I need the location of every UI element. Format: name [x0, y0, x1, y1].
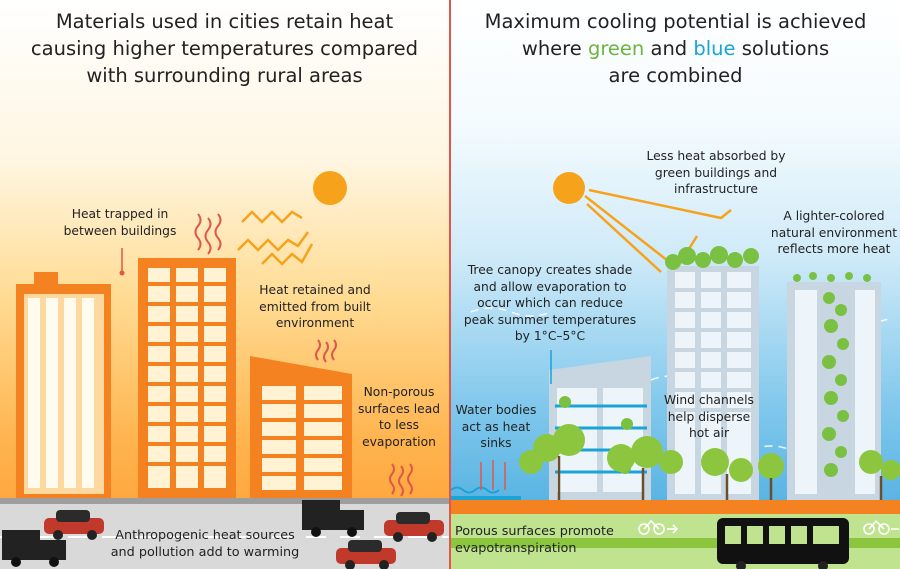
bicycle-icon — [638, 519, 679, 535]
truck-icon — [2, 530, 66, 567]
label-line: natural environment — [770, 225, 898, 240]
label-line: Non-porous — [363, 385, 435, 399]
right-title-line: where green and blue solutions — [451, 35, 900, 62]
title-text: where — [521, 37, 588, 60]
title-text: solutions — [735, 37, 830, 60]
sun-icon — [313, 171, 347, 205]
label-line: Heat retained and — [259, 283, 371, 297]
label-heat-retained: Heat retained and emitted from built env… — [240, 282, 390, 332]
label-line: Tree canopy creates shade — [467, 263, 633, 277]
panel-divider — [449, 0, 451, 569]
label-line: act as heat — [461, 419, 531, 434]
porous-soil — [451, 500, 900, 514]
hot-building-1 — [16, 272, 111, 500]
cooling-scene — [451, 172, 900, 569]
label-line: between buildings — [63, 223, 177, 238]
label-line: Anthropogenic heat sources — [115, 528, 295, 543]
heat-sink-arrow-icon — [480, 460, 506, 490]
label-less-heat: Less heat absorbed by green buildings an… — [631, 148, 801, 198]
title-text: and — [644, 37, 694, 60]
label-line: Porous surfaces promote — [455, 524, 614, 539]
label-line: Less heat absorbed by — [646, 149, 786, 163]
right-title-line: Maximum cooling potential is achieved — [484, 10, 867, 33]
car-icon — [336, 540, 396, 569]
cooling-solutions-panel: Maximum cooling potential is achieved wh… — [451, 0, 900, 569]
label-line: Heat trapped in — [71, 207, 169, 221]
label-line: and allow evaporation to — [473, 279, 627, 294]
label-water-bodies: Water bodies act as heat sinks — [451, 402, 541, 452]
label-line: help disperse — [667, 409, 751, 424]
label-line: environment — [275, 316, 355, 330]
label-non-porous: Non-porous surfaces lead to less evapora… — [350, 384, 448, 450]
label-wind-channels: Wind channels help disperse hot air — [661, 392, 757, 442]
label-line: hot air — [688, 426, 730, 440]
hot-building-2 — [138, 258, 236, 500]
label-line: Water bodies — [455, 403, 537, 417]
title-green-word: green — [587, 37, 645, 60]
car-icon — [44, 510, 104, 540]
label-porous: Porous surfaces promote evapotranspirati… — [455, 524, 635, 557]
left-title-line: causing higher temperatures compared — [30, 37, 419, 60]
tree-icon — [519, 424, 900, 500]
heat-wave-icon — [194, 213, 413, 497]
label-line: green buildings and — [654, 165, 778, 180]
label-line: and pollution add to warming — [110, 544, 300, 560]
label-line: A lighter-colored — [783, 209, 885, 223]
label-line: emitted from built — [259, 299, 371, 314]
hot-building-3 — [250, 356, 352, 500]
right-title-line: are combined — [608, 64, 743, 87]
bicycle-icon — [863, 519, 899, 535]
label-line: evaporation — [362, 434, 436, 449]
label-anthropogenic: Anthropogenic heat sources and pollution… — [100, 528, 310, 561]
heat-ray-icon — [237, 210, 314, 266]
label-line: evapotranspiration — [455, 540, 577, 556]
label-line: Wind channels — [664, 393, 754, 407]
sun-icon — [553, 172, 585, 204]
left-title-line: with surrounding rural areas — [86, 64, 363, 87]
label-line: peak summer temperatures — [463, 312, 637, 327]
title-blue-word: blue — [693, 37, 736, 60]
urban-heat-panel: Materials used in cities retain heat cau… — [0, 0, 449, 569]
label-line: by 1°C–5°C — [514, 329, 586, 343]
label-tree-canopy: Tree canopy creates shade and allow evap… — [455, 262, 645, 345]
label-lighter-colored: A lighter-colored natural environment re… — [769, 208, 899, 258]
car-icon — [384, 512, 444, 542]
label-line: reflects more heat — [777, 242, 891, 256]
left-title: Materials used in cities retain heat cau… — [0, 8, 449, 89]
label-line: surfaces lead — [357, 401, 441, 416]
left-title-line: Materials used in cities retain heat — [55, 10, 394, 33]
label-line: sinks — [480, 436, 512, 450]
label-line: occur which can reduce — [477, 296, 623, 310]
label-line: to less — [378, 418, 420, 432]
label-line: infrastructure — [674, 182, 758, 196]
label-heat-trapped: Heat trapped in between buildings — [46, 206, 194, 239]
bus-icon — [717, 518, 849, 569]
green-wall-building — [787, 272, 881, 500]
urban-heat-scene — [0, 171, 449, 569]
right-title: Maximum cooling potential is achieved wh… — [451, 8, 900, 89]
truck-icon — [302, 500, 364, 537]
